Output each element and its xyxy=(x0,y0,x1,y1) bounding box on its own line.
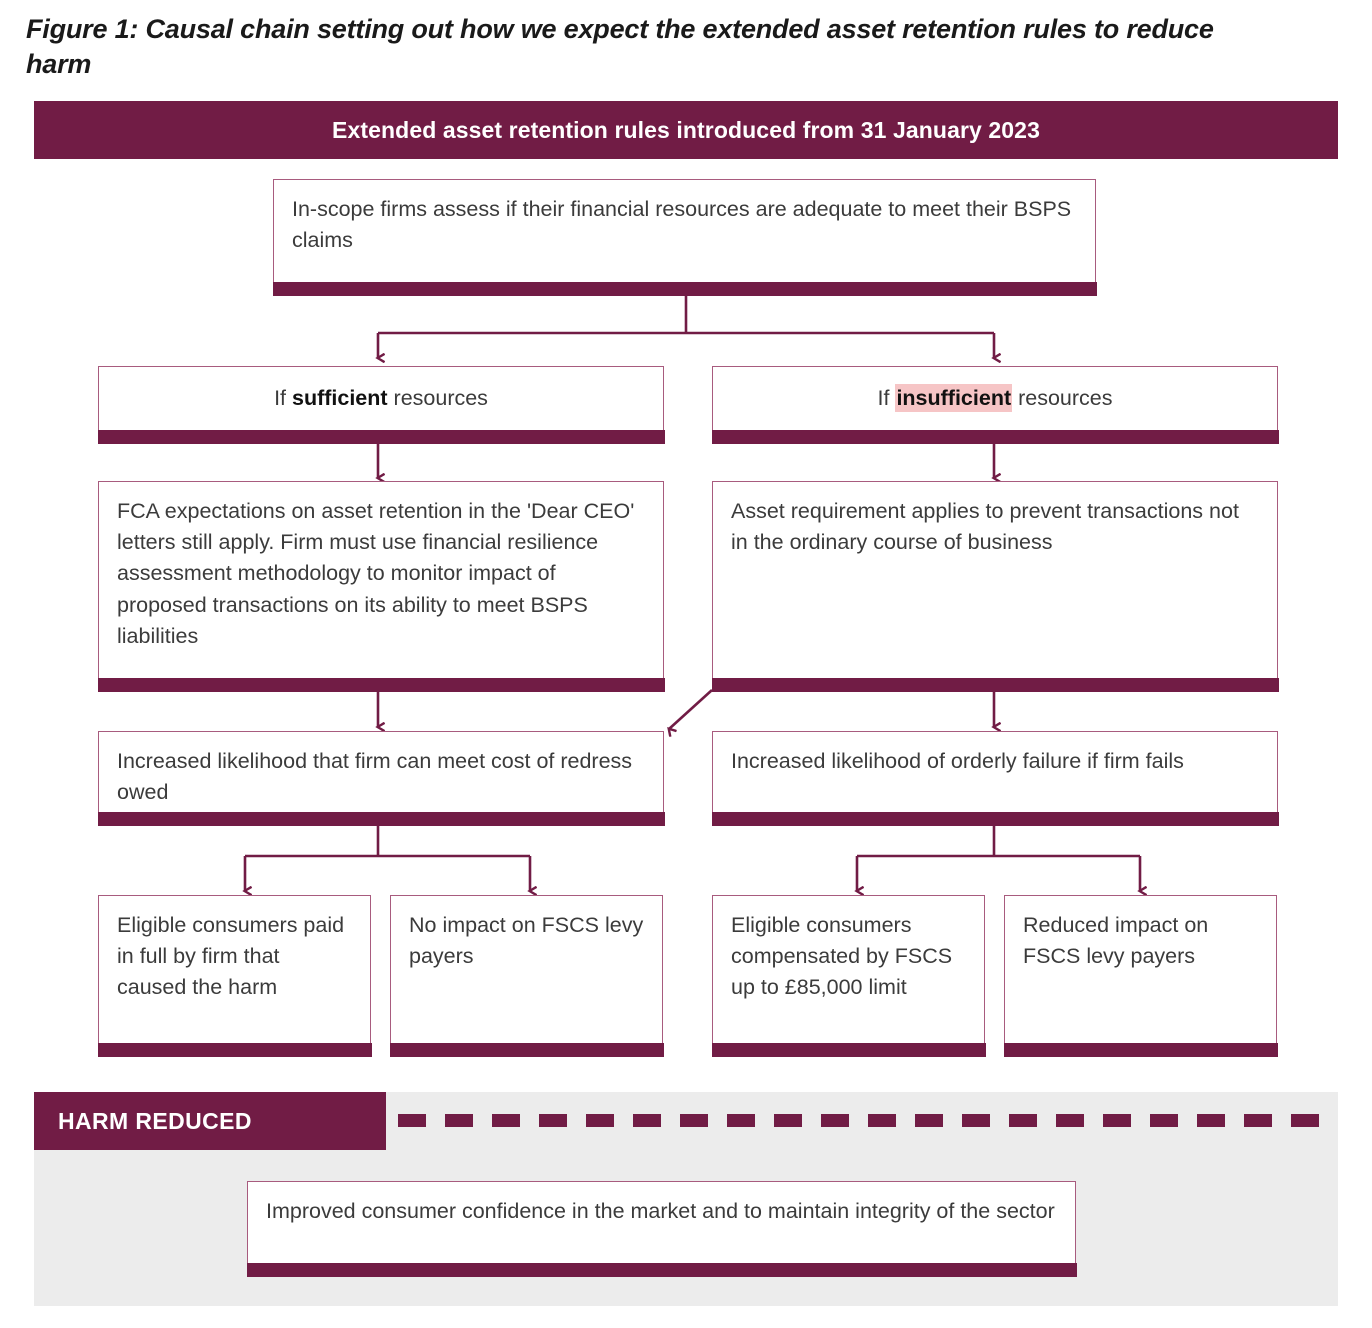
sufficient-keyword: sufficient xyxy=(291,386,388,410)
sufficient-suffix: resources xyxy=(387,386,488,410)
node-if-sufficient-text: If sufficient resources xyxy=(99,367,663,422)
node-improved-confidence: Improved consumer confidence in the mark… xyxy=(246,1181,1077,1277)
node-fca-expectations-text: FCA expectations on asset retention in t… xyxy=(117,499,635,648)
page-title: Figure 1: Causal chain setting out how w… xyxy=(26,14,1214,80)
node-reduced-impact-fscs-text: Reduced impact on FSCS levy payers xyxy=(1023,913,1209,969)
node-consumers-paid-in-full: Eligible consumers paid in full by firm … xyxy=(97,895,372,1057)
node-assess-resources: In-scope firms assess if their financial… xyxy=(272,179,1097,296)
harm-reduced-label: HARM REDUCED xyxy=(34,1092,386,1150)
node-footer-bar xyxy=(711,430,1279,444)
node-consumers-paid-in-full-text: Eligible consumers paid in full by firm … xyxy=(117,913,345,1000)
header-band-label: Extended asset retention rules introduce… xyxy=(332,116,1040,143)
node-footer-bar xyxy=(97,812,665,826)
node-reduced-impact-fscs: Reduced impact on FSCS levy payers xyxy=(1003,895,1278,1057)
harm-reduced-label-text: HARM REDUCED xyxy=(58,1107,252,1134)
node-fca-expectations: FCA expectations on asset retention in t… xyxy=(97,481,665,692)
insufficient-prefix: If xyxy=(877,386,896,410)
node-footer-bar xyxy=(711,1043,986,1057)
header-band: Extended asset retention rules introduce… xyxy=(34,101,1338,159)
insufficient-suffix: resources xyxy=(1012,386,1113,410)
node-footer-bar xyxy=(246,1263,1077,1277)
node-asset-requirement: Asset requirement applies to prevent tra… xyxy=(711,481,1279,692)
node-if-sufficient: If sufficient resources xyxy=(97,366,665,444)
node-asset-requirement-text: Asset requirement applies to prevent tra… xyxy=(731,499,1239,555)
node-no-impact-fscs: No impact on FSCS levy payers xyxy=(389,895,664,1057)
node-footer-bar xyxy=(1003,1043,1278,1057)
node-if-insufficient-text: If insufficient resources xyxy=(713,367,1277,422)
insufficient-keyword-highlighted: insufficient xyxy=(895,384,1013,412)
node-assess-resources-text: In-scope firms assess if their financial… xyxy=(292,197,1072,253)
node-fscs-compensated: Eligible consumers compensated by FSCS u… xyxy=(711,895,986,1057)
node-fscs-compensated-text: Eligible consumers compensated by FSCS u… xyxy=(731,913,953,1000)
node-no-impact-fscs-text: No impact on FSCS levy payers xyxy=(409,913,644,969)
node-footer-bar xyxy=(711,678,1279,692)
node-footer-bar xyxy=(97,678,665,692)
node-footer-bar xyxy=(389,1043,664,1057)
node-meet-cost-redress: Increased likelihood that firm can meet … xyxy=(97,731,665,826)
node-footer-bar xyxy=(711,812,1279,826)
sufficient-prefix: If xyxy=(274,386,292,410)
node-improved-confidence-text: Improved consumer confidence in the mark… xyxy=(266,1199,1055,1223)
node-if-insufficient: If insufficient resources xyxy=(711,366,1279,444)
node-footer-bar xyxy=(97,1043,372,1057)
node-orderly-failure-text: Increased likelihood of orderly failure … xyxy=(731,749,1184,773)
node-footer-bar xyxy=(272,282,1097,296)
harm-reduced-dashed-divider xyxy=(398,1114,1338,1127)
node-meet-cost-redress-text: Increased likelihood that firm can meet … xyxy=(117,749,633,805)
node-orderly-failure: Increased likelihood of orderly failure … xyxy=(711,731,1279,826)
node-footer-bar xyxy=(97,430,665,444)
